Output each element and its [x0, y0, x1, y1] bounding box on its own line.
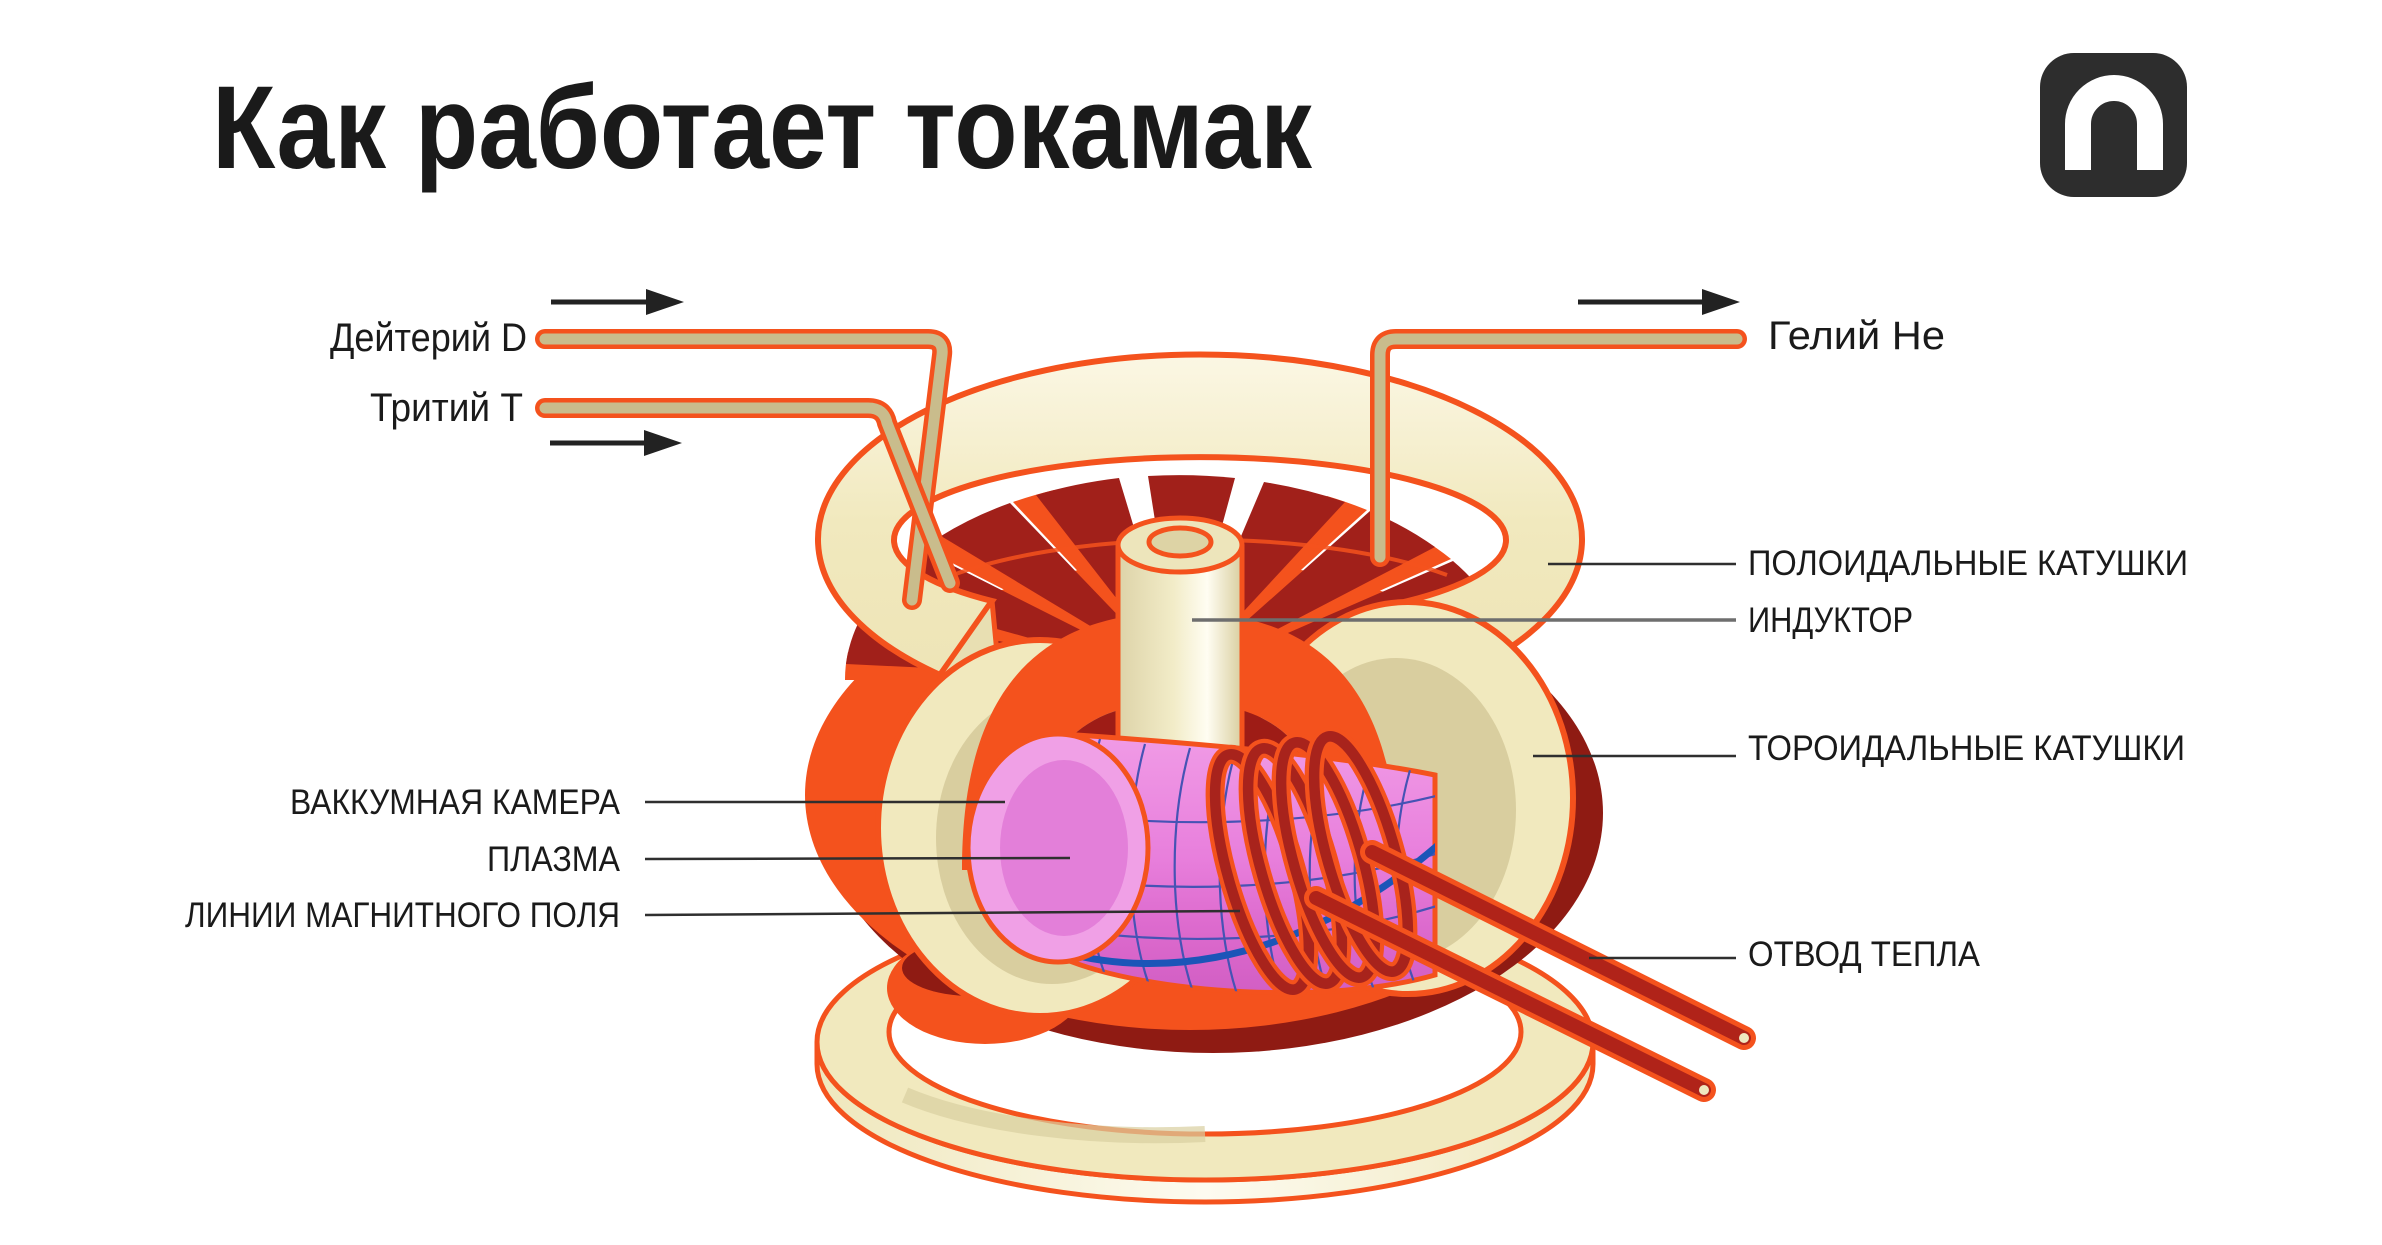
leader-magnetic-field-lines: [644, 909, 1241, 917]
leader-plasma: [644, 856, 1071, 861]
brand-logo: [2040, 53, 2187, 197]
flow-arrows: [550, 289, 1740, 456]
label-inductor: ИНДУКТОР: [1748, 601, 1913, 640]
label-heat-removal: ОТВОД ТЕПЛА: [1748, 935, 1981, 974]
arrow-out-helium: [1578, 289, 1740, 315]
heat-pipes: [1304, 840, 1756, 1102]
tokamak-illustration: [535, 329, 1756, 1205]
label-plasma: ПЛАЗМА: [487, 840, 621, 879]
fuel-pipe-deuterium: [535, 329, 953, 610]
label-vacuum-chamber: ВАККУМНАЯ КАМЕРА: [290, 783, 621, 822]
label-poloidal-coils: ПОЛОИДАЛЬНЫЕ КАТУШКИ: [1748, 544, 2188, 583]
fuel-pipe-tritium: [535, 398, 960, 593]
label-toroidal-coils: ТОРОИДАЛЬНЫЕ КАТУШКИ: [1748, 729, 2185, 768]
arrow-in-tritium: [550, 430, 682, 456]
coil-windings: [1205, 726, 1418, 1000]
logo-n-icon: [2065, 75, 2163, 170]
output-pipe-helium: [1370, 329, 1747, 567]
fuel-and-exhaust-pipes: [535, 329, 1747, 610]
page-title: Как работает токамак: [212, 62, 1313, 194]
label-helium: Гелий He: [1768, 314, 1945, 358]
arrow-in-deuterium: [551, 289, 684, 315]
label-magnetic-field-lines: ЛИНИИ МАГНИТНОГО ПОЛЯ: [185, 896, 620, 935]
label-tritium: Тритий Т: [370, 386, 523, 430]
leader-lines: [644, 562, 1736, 960]
label-deuterium: Дейтерий D: [330, 316, 527, 360]
